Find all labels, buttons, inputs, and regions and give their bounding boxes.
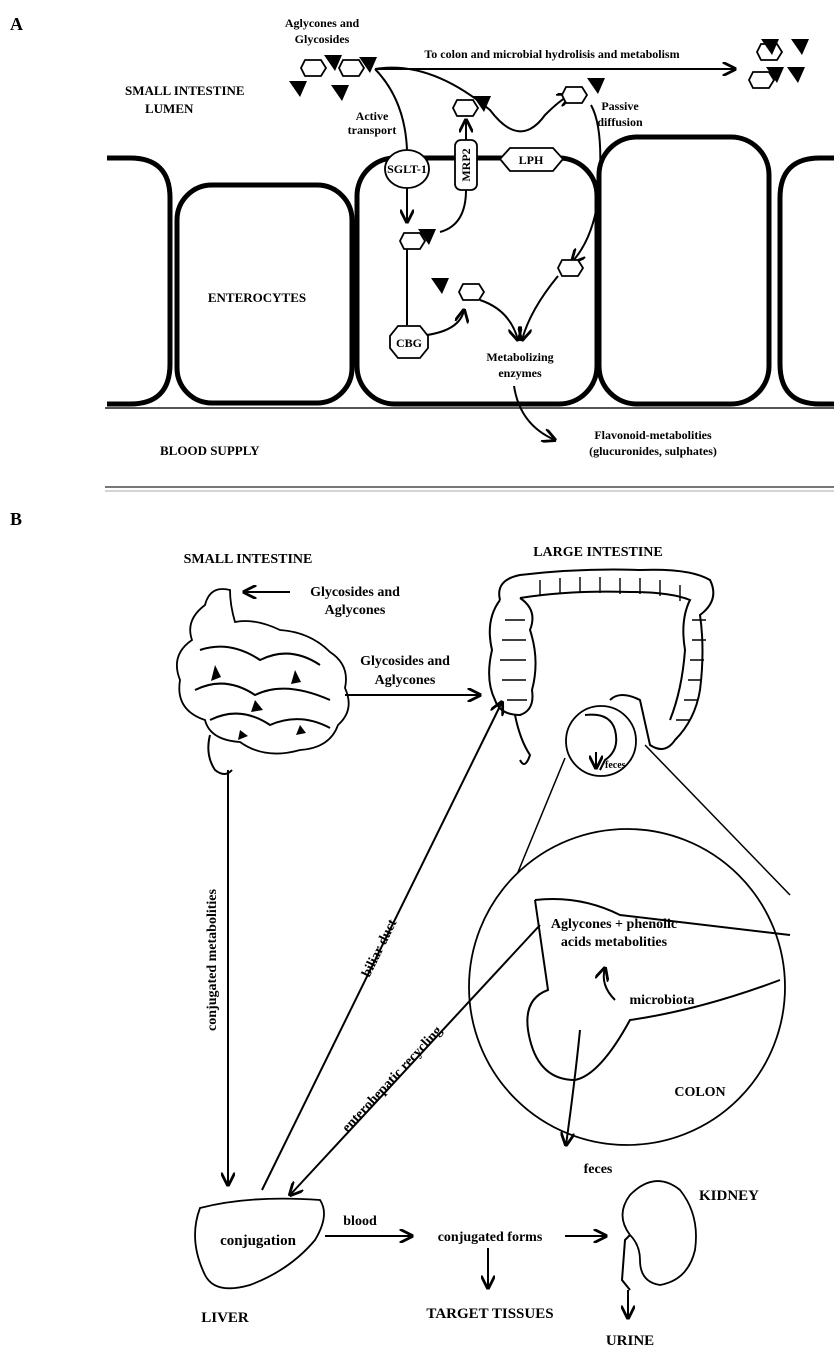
colon-text-line2: acids metabolities <box>561 935 668 950</box>
panel-b-letter: B <box>10 509 22 529</box>
aglycones-label-line2: Glycosides <box>295 32 350 46</box>
cbg-enzyme: CBG <box>390 326 428 358</box>
target-tissues-label: TARGET TISSUES <box>426 1306 553 1322</box>
cbg-arrow <box>427 310 464 335</box>
panel-a-molecules <box>400 78 605 300</box>
to-colon-label: To colon and microbial hydrolisis and me… <box>424 47 679 61</box>
lumen-label-line1: SMALL INTESTINE <box>125 83 245 98</box>
lumen-molecules-right <box>749 39 809 88</box>
metabolizing-label-line1: Metabolizing <box>486 350 553 364</box>
lumen-molecules-left <box>289 55 377 101</box>
small-intestine-title: SMALL INTESTINE <box>184 552 313 567</box>
sglt1-transporter: SGLT-1 <box>385 150 429 188</box>
conjugated-metabolities-label: conjugated metabolities <box>205 888 220 1030</box>
lph-label: LPH <box>519 153 544 167</box>
glycosides-to-line2: Aglycones <box>375 673 436 688</box>
to-enzymes-arrow-left <box>480 300 518 340</box>
colon-text-line1: Aglycones + phenolic <box>551 917 677 932</box>
colon-zoom-circle <box>469 829 785 1145</box>
glycosides-to-line1: Glycosides and <box>360 654 450 669</box>
active-transport-line1: Active <box>356 109 389 123</box>
enterohepatic-label: enterohepatic recycling <box>340 1024 446 1136</box>
active-transport-line2: transport <box>348 123 397 137</box>
metabolizing-label-line2: enzymes <box>498 366 542 380</box>
cbg-label: CBG <box>396 336 422 350</box>
lph-enzyme: LPH <box>500 148 563 171</box>
flavonoid-label-line2: (glucuronides, sulphates) <box>589 444 717 458</box>
aglycones-label-line1: Aglycones and <box>285 16 360 30</box>
to-enzymes-arrow-right <box>522 276 558 340</box>
kidney-label: KIDNEY <box>699 1188 759 1204</box>
small-intestine-drawing <box>177 589 349 774</box>
passive-diffusion-line2: diffusion <box>597 115 643 129</box>
to-blood-arrow <box>514 386 555 440</box>
blood-supply-label: BLOOD SUPPLY <box>160 443 260 458</box>
panel-a-letter: A <box>10 14 23 34</box>
microbiota-label: microbiota <box>629 993 694 1008</box>
colon-label: COLON <box>674 1085 725 1100</box>
enterocytes-label: ENTEROCYTES <box>208 290 306 305</box>
urine-label: URINE <box>606 1333 654 1349</box>
glycosides-in-line2: Aglycones <box>325 603 386 618</box>
sglt1-label: SGLT-1 <box>387 162 427 176</box>
passive-diffusion-line1: Passive <box>601 99 639 113</box>
glycosides-in-line1: Glycosides and <box>310 585 400 600</box>
large-intestine-title: LARGE INTESTINE <box>533 545 663 560</box>
ureter <box>622 1235 630 1290</box>
conjugation-label: conjugation <box>220 1233 297 1249</box>
conjugated-forms-label: conjugated forms <box>438 1230 543 1245</box>
mrp2-label: MRP2 <box>459 148 473 181</box>
blood-label: blood <box>343 1214 377 1229</box>
biliar-duct-label: biliar duct <box>359 917 400 980</box>
flavonoid-label-line1: Flavonoid-metabolities <box>594 428 712 442</box>
lumen-label-line2: LUMEN <box>145 101 194 116</box>
mrp2-transporter: MRP2 <box>455 140 477 190</box>
feces-label: feces <box>584 1162 613 1177</box>
liver-label: LIVER <box>201 1310 249 1326</box>
feces-small-label: feces <box>605 760 626 771</box>
kidney-drawing <box>623 1181 697 1285</box>
mrp2-line <box>440 190 466 232</box>
